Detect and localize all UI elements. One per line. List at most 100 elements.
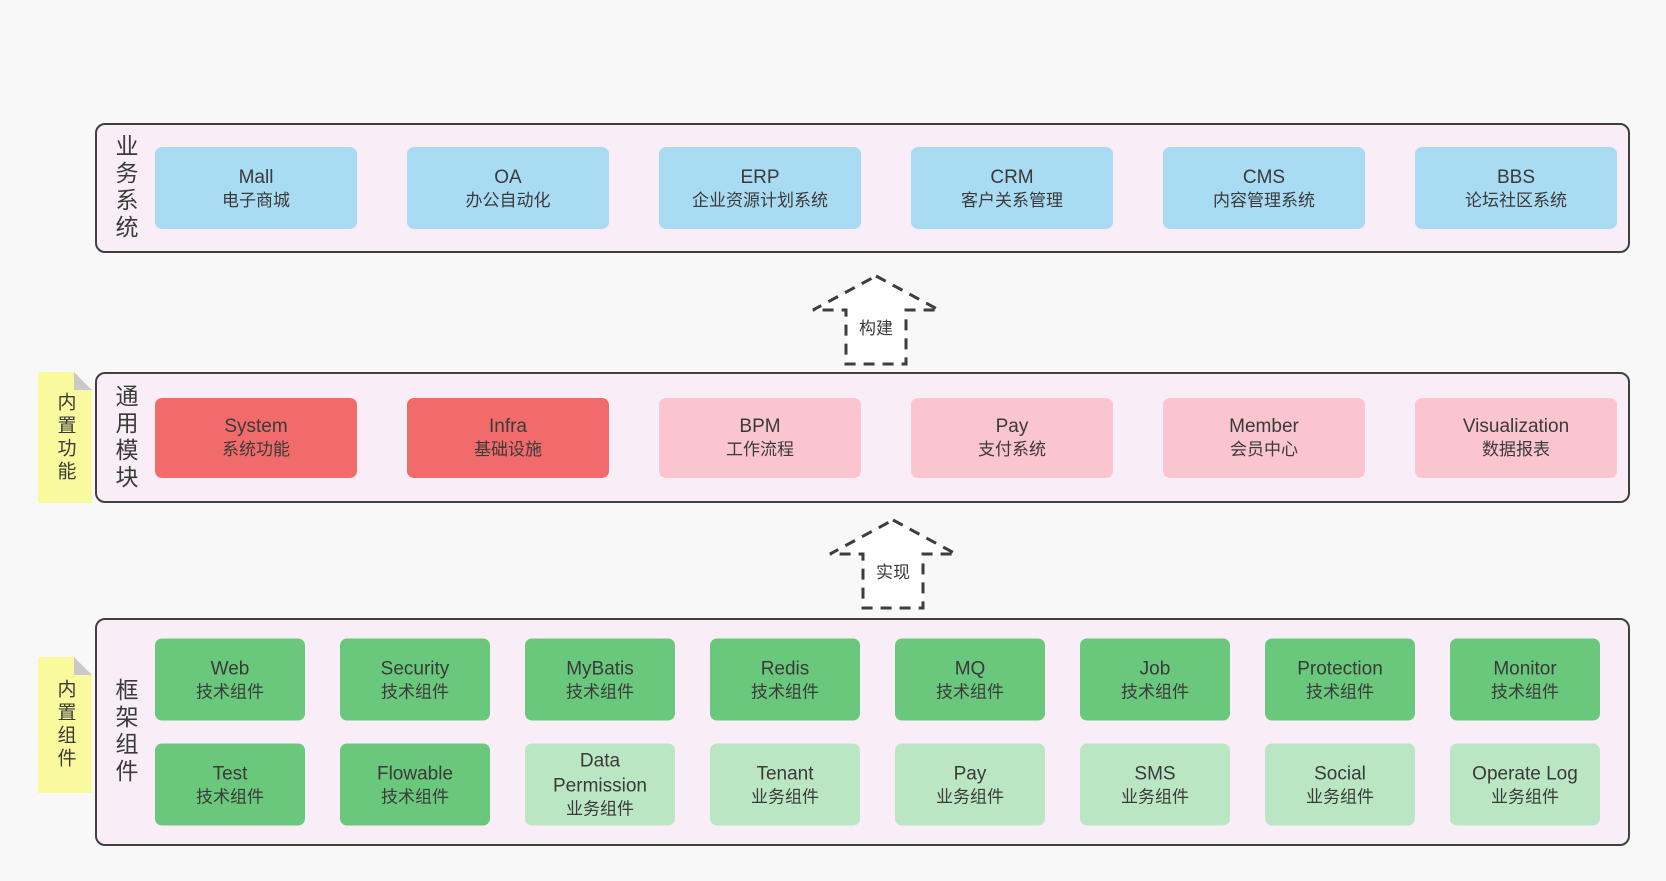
box-monitor: Monitor 技术组件 xyxy=(1450,638,1600,721)
box-title: CMS xyxy=(1242,166,1286,188)
box-subtitle: 业务组件 xyxy=(1121,787,1189,807)
box-title: Redis xyxy=(760,658,810,680)
box-title: Protection xyxy=(1297,658,1383,680)
modules-boxes-row: System 系统功能 Infra 基础设施 BPM 工作流程 Pay 支付系统… xyxy=(155,374,1617,501)
box-cms: CMS 内容管理系统 xyxy=(1163,147,1365,229)
box-erp: ERP 企业资源计划系统 xyxy=(659,147,861,229)
box-title: Security xyxy=(380,658,450,680)
box-title: MyBatis xyxy=(566,658,634,680)
box-subtitle: 技术组件 xyxy=(196,682,264,702)
box-title: BBS xyxy=(1496,166,1536,188)
box-title: SMS xyxy=(1134,763,1176,785)
box-sms: SMS 业务组件 xyxy=(1080,743,1230,826)
box-subtitle: 技术组件 xyxy=(1121,682,1189,702)
sticky-note-text: 内置功能 xyxy=(54,391,76,484)
box-test: Test 技术组件 xyxy=(155,743,305,826)
box-mq: MQ 技术组件 xyxy=(895,638,1045,721)
box-subtitle: 论坛社区系统 xyxy=(1465,190,1567,210)
box-infra: Infra 基础设施 xyxy=(407,397,609,478)
box-job: Job 技术组件 xyxy=(1080,638,1230,721)
note-fold-corner xyxy=(74,657,92,675)
box-security: Security 技术组件 xyxy=(340,638,490,721)
business-boxes-row: Mall 电子商城 OA 办公自动化 ERP 企业资源计划系统 CRM 客户关系… xyxy=(155,125,1617,251)
box-visualization: Visualization 数据报表 xyxy=(1415,397,1617,478)
box-subtitle: 内容管理系统 xyxy=(1213,190,1315,210)
box-redis: Redis 技术组件 xyxy=(710,638,860,721)
box-subtitle: 技术组件 xyxy=(1306,682,1374,702)
box-title: Test xyxy=(212,763,248,785)
box-subtitle: 基础设施 xyxy=(474,440,542,460)
box-title: OA xyxy=(494,166,522,188)
box-title: MQ xyxy=(954,658,986,680)
box-subtitle: 技术组件 xyxy=(936,682,1004,702)
box-subtitle: 数据报表 xyxy=(1482,440,1550,460)
box-subtitle: 办公自动化 xyxy=(465,190,551,210)
box-pay-business: Pay 业务组件 xyxy=(895,743,1045,826)
build-arrow-label: 构建 xyxy=(857,314,895,339)
box-subtitle: 技术组件 xyxy=(381,682,449,702)
box-bpm: BPM 工作流程 xyxy=(659,397,861,478)
box-subtitle: 支付系统 xyxy=(978,440,1046,460)
box-title: Social xyxy=(1314,763,1366,785)
implement-arrow-label: 实现 xyxy=(874,558,912,583)
box-subtitle: 系统功能 xyxy=(222,440,290,460)
box-subtitle: 技术组件 xyxy=(381,787,449,807)
box-pay: Pay 支付系统 xyxy=(911,397,1113,478)
box-web: Web 技术组件 xyxy=(155,638,305,721)
box-title: Pay xyxy=(995,416,1029,438)
box-subtitle: 业务组件 xyxy=(1491,787,1559,807)
box-title: ERP xyxy=(740,166,780,188)
box-subtitle: 业务组件 xyxy=(936,787,1004,807)
box-crm: CRM 客户关系管理 xyxy=(911,147,1113,229)
box-mall: Mall 电子商城 xyxy=(155,147,357,229)
box-title: Infra xyxy=(488,416,528,438)
box-system: System 系统功能 xyxy=(155,397,357,478)
box-title: Web xyxy=(210,658,250,680)
box-title: BPM xyxy=(739,416,781,438)
business-systems-panel: 业务系统 Mall 电子商城 OA 办公自动化 ERP 企业资源计划系统 CRM… xyxy=(95,123,1630,253)
note-fold-corner xyxy=(74,372,92,390)
box-title: Job xyxy=(1139,658,1171,680)
box-subtitle: 业务组件 xyxy=(566,799,634,819)
box-title: Operate Log xyxy=(1472,763,1578,785)
framework-components-panel: 框架组件 Web 技术组件 Security 技术组件 MyBatis 技术组件… xyxy=(95,618,1630,846)
box-subtitle: 业务组件 xyxy=(1306,787,1374,807)
box-title: Monitor xyxy=(1493,658,1557,680)
panel-label-common-modules: 通用模块 xyxy=(112,383,138,492)
box-title: Pay xyxy=(953,763,987,785)
box-title: Mall xyxy=(238,166,274,188)
box-member: Member 会员中心 xyxy=(1163,397,1365,478)
implement-arrow: 实现 xyxy=(827,518,959,610)
framework-row-1: Web 技术组件 Security 技术组件 MyBatis 技术组件 Redi… xyxy=(155,638,1600,721)
sticky-note-builtin-functions: 内置功能 xyxy=(38,372,92,503)
box-subtitle: 工作流程 xyxy=(726,440,794,460)
box-data-permission: Data Permission 业务组件 xyxy=(525,743,675,826)
box-bbs: BBS 论坛社区系统 xyxy=(1415,147,1617,229)
build-arrow: 构建 xyxy=(810,274,942,366)
box-social: Social 业务组件 xyxy=(1265,743,1415,826)
box-subtitle: 技术组件 xyxy=(196,787,264,807)
box-tenant: Tenant 业务组件 xyxy=(710,743,860,826)
box-operate-log: Operate Log 业务组件 xyxy=(1450,743,1600,826)
box-subtitle: 技术组件 xyxy=(1491,682,1559,702)
box-protection: Protection 技术组件 xyxy=(1265,638,1415,721)
box-mybatis: MyBatis 技术组件 xyxy=(525,638,675,721)
box-oa: OA 办公自动化 xyxy=(407,147,609,229)
box-title: Tenant xyxy=(756,763,814,785)
box-title: Data Permission xyxy=(553,750,647,797)
box-flowable: Flowable 技术组件 xyxy=(340,743,490,826)
framework-row-2: Test 技术组件 Flowable 技术组件 Data Permission … xyxy=(155,743,1600,826)
framework-boxes-grid: Web 技术组件 Security 技术组件 MyBatis 技术组件 Redi… xyxy=(155,638,1600,826)
box-subtitle: 电子商城 xyxy=(222,190,290,210)
box-subtitle: 客户关系管理 xyxy=(961,190,1063,210)
common-modules-panel: 通用模块 System 系统功能 Infra 基础设施 BPM 工作流程 Pay… xyxy=(95,372,1630,503)
sticky-note-text: 内置组件 xyxy=(54,679,76,771)
box-subtitle: 会员中心 xyxy=(1230,440,1298,460)
box-title: System xyxy=(224,416,288,438)
box-title: CRM xyxy=(990,166,1034,188)
box-subtitle: 业务组件 xyxy=(751,787,819,807)
box-title: Flowable xyxy=(376,763,454,785)
panel-label-framework-components: 框架组件 xyxy=(112,678,138,786)
box-title: Visualization xyxy=(1462,416,1570,438)
sticky-note-builtin-components: 内置组件 xyxy=(38,657,92,793)
